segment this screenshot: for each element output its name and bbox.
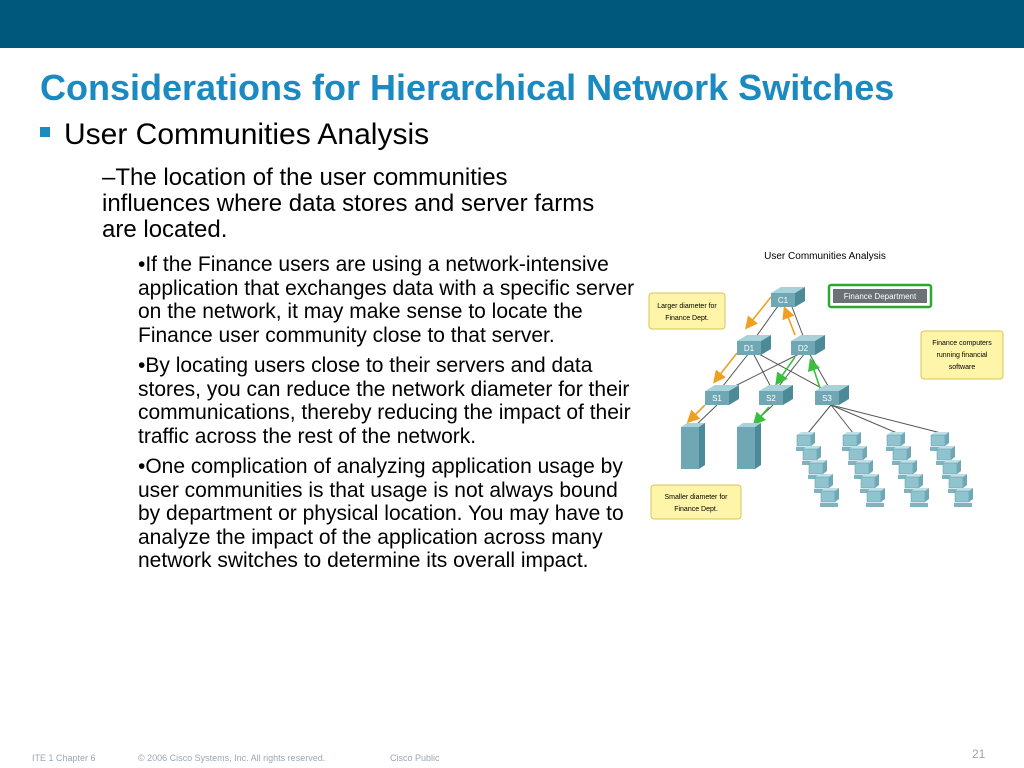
pc-group-4 xyxy=(929,431,974,508)
switch-c1-label: C1 xyxy=(778,296,789,305)
callout-computers-line2: running financial xyxy=(937,352,988,359)
detail-points: •If the Finance users are using a networ… xyxy=(138,253,638,580)
slide-title: Considerations for Hierarchical Network … xyxy=(40,67,895,108)
callout-larger-diameter: Larger diameter for Finance Dept. xyxy=(648,292,726,330)
switch-d2-label: D2 xyxy=(798,344,809,353)
switch-s1-label: S1 xyxy=(712,394,722,403)
switch-s1-icon xyxy=(705,385,739,405)
callout-finance-department: Finance Department xyxy=(827,283,933,309)
callout-larger-line2: Finance Dept. xyxy=(665,315,709,322)
callout-computers-line1: Finance computers xyxy=(932,340,992,347)
pc-group-3 xyxy=(885,431,930,508)
user-communities-diagram: User Communities Analysis C1 D1 D2 S1 xyxy=(648,251,1004,520)
top-banner xyxy=(0,0,1024,48)
callout-finance-dept-text: Finance Department xyxy=(844,292,917,301)
detail-point-2: •By locating users close to their server… xyxy=(138,354,631,448)
switch-s3-label: S3 xyxy=(822,394,832,403)
callout-smaller-diameter: Smaller diameter for Finance Dept. xyxy=(650,484,742,520)
switch-s2-label: S2 xyxy=(766,394,776,403)
callout-larger-line1: Larger diameter for xyxy=(657,303,717,310)
switch-d1-label: D1 xyxy=(744,344,755,353)
page-number: 21 xyxy=(972,747,986,761)
switch-s2-icon xyxy=(759,385,793,405)
bullet-user-communities: User Communities Analysis xyxy=(40,118,429,152)
callout-computers-line3: software xyxy=(949,364,976,371)
callout-smaller-line1: Smaller diameter for xyxy=(664,494,728,501)
server-icon xyxy=(681,423,705,469)
footer-course: ITE 1 Chapter 6 xyxy=(32,753,96,763)
sub-point: –The location of the user communities in… xyxy=(102,164,595,243)
pc-group-2 xyxy=(841,431,886,508)
diagram-title: User Communities Analysis xyxy=(764,251,886,262)
server-icon xyxy=(737,423,761,469)
callout-finance-computers: Finance computers running financial soft… xyxy=(920,330,1004,380)
detail-point-3: •One complication of analyzing applicati… xyxy=(138,455,624,572)
footer-copyright: © 2006 Cisco Systems, Inc. All rights re… xyxy=(138,753,326,763)
detail-point-1: •If the Finance users are using a networ… xyxy=(138,253,635,347)
pc-group-1 xyxy=(795,431,840,508)
callout-smaller-line2: Finance Dept. xyxy=(674,506,718,513)
switch-s3-icon xyxy=(815,385,849,405)
footer-classification: Cisco Public xyxy=(390,753,440,763)
square-bullet-icon xyxy=(40,127,50,138)
bullet-text: User Communities Analysis xyxy=(64,118,430,151)
